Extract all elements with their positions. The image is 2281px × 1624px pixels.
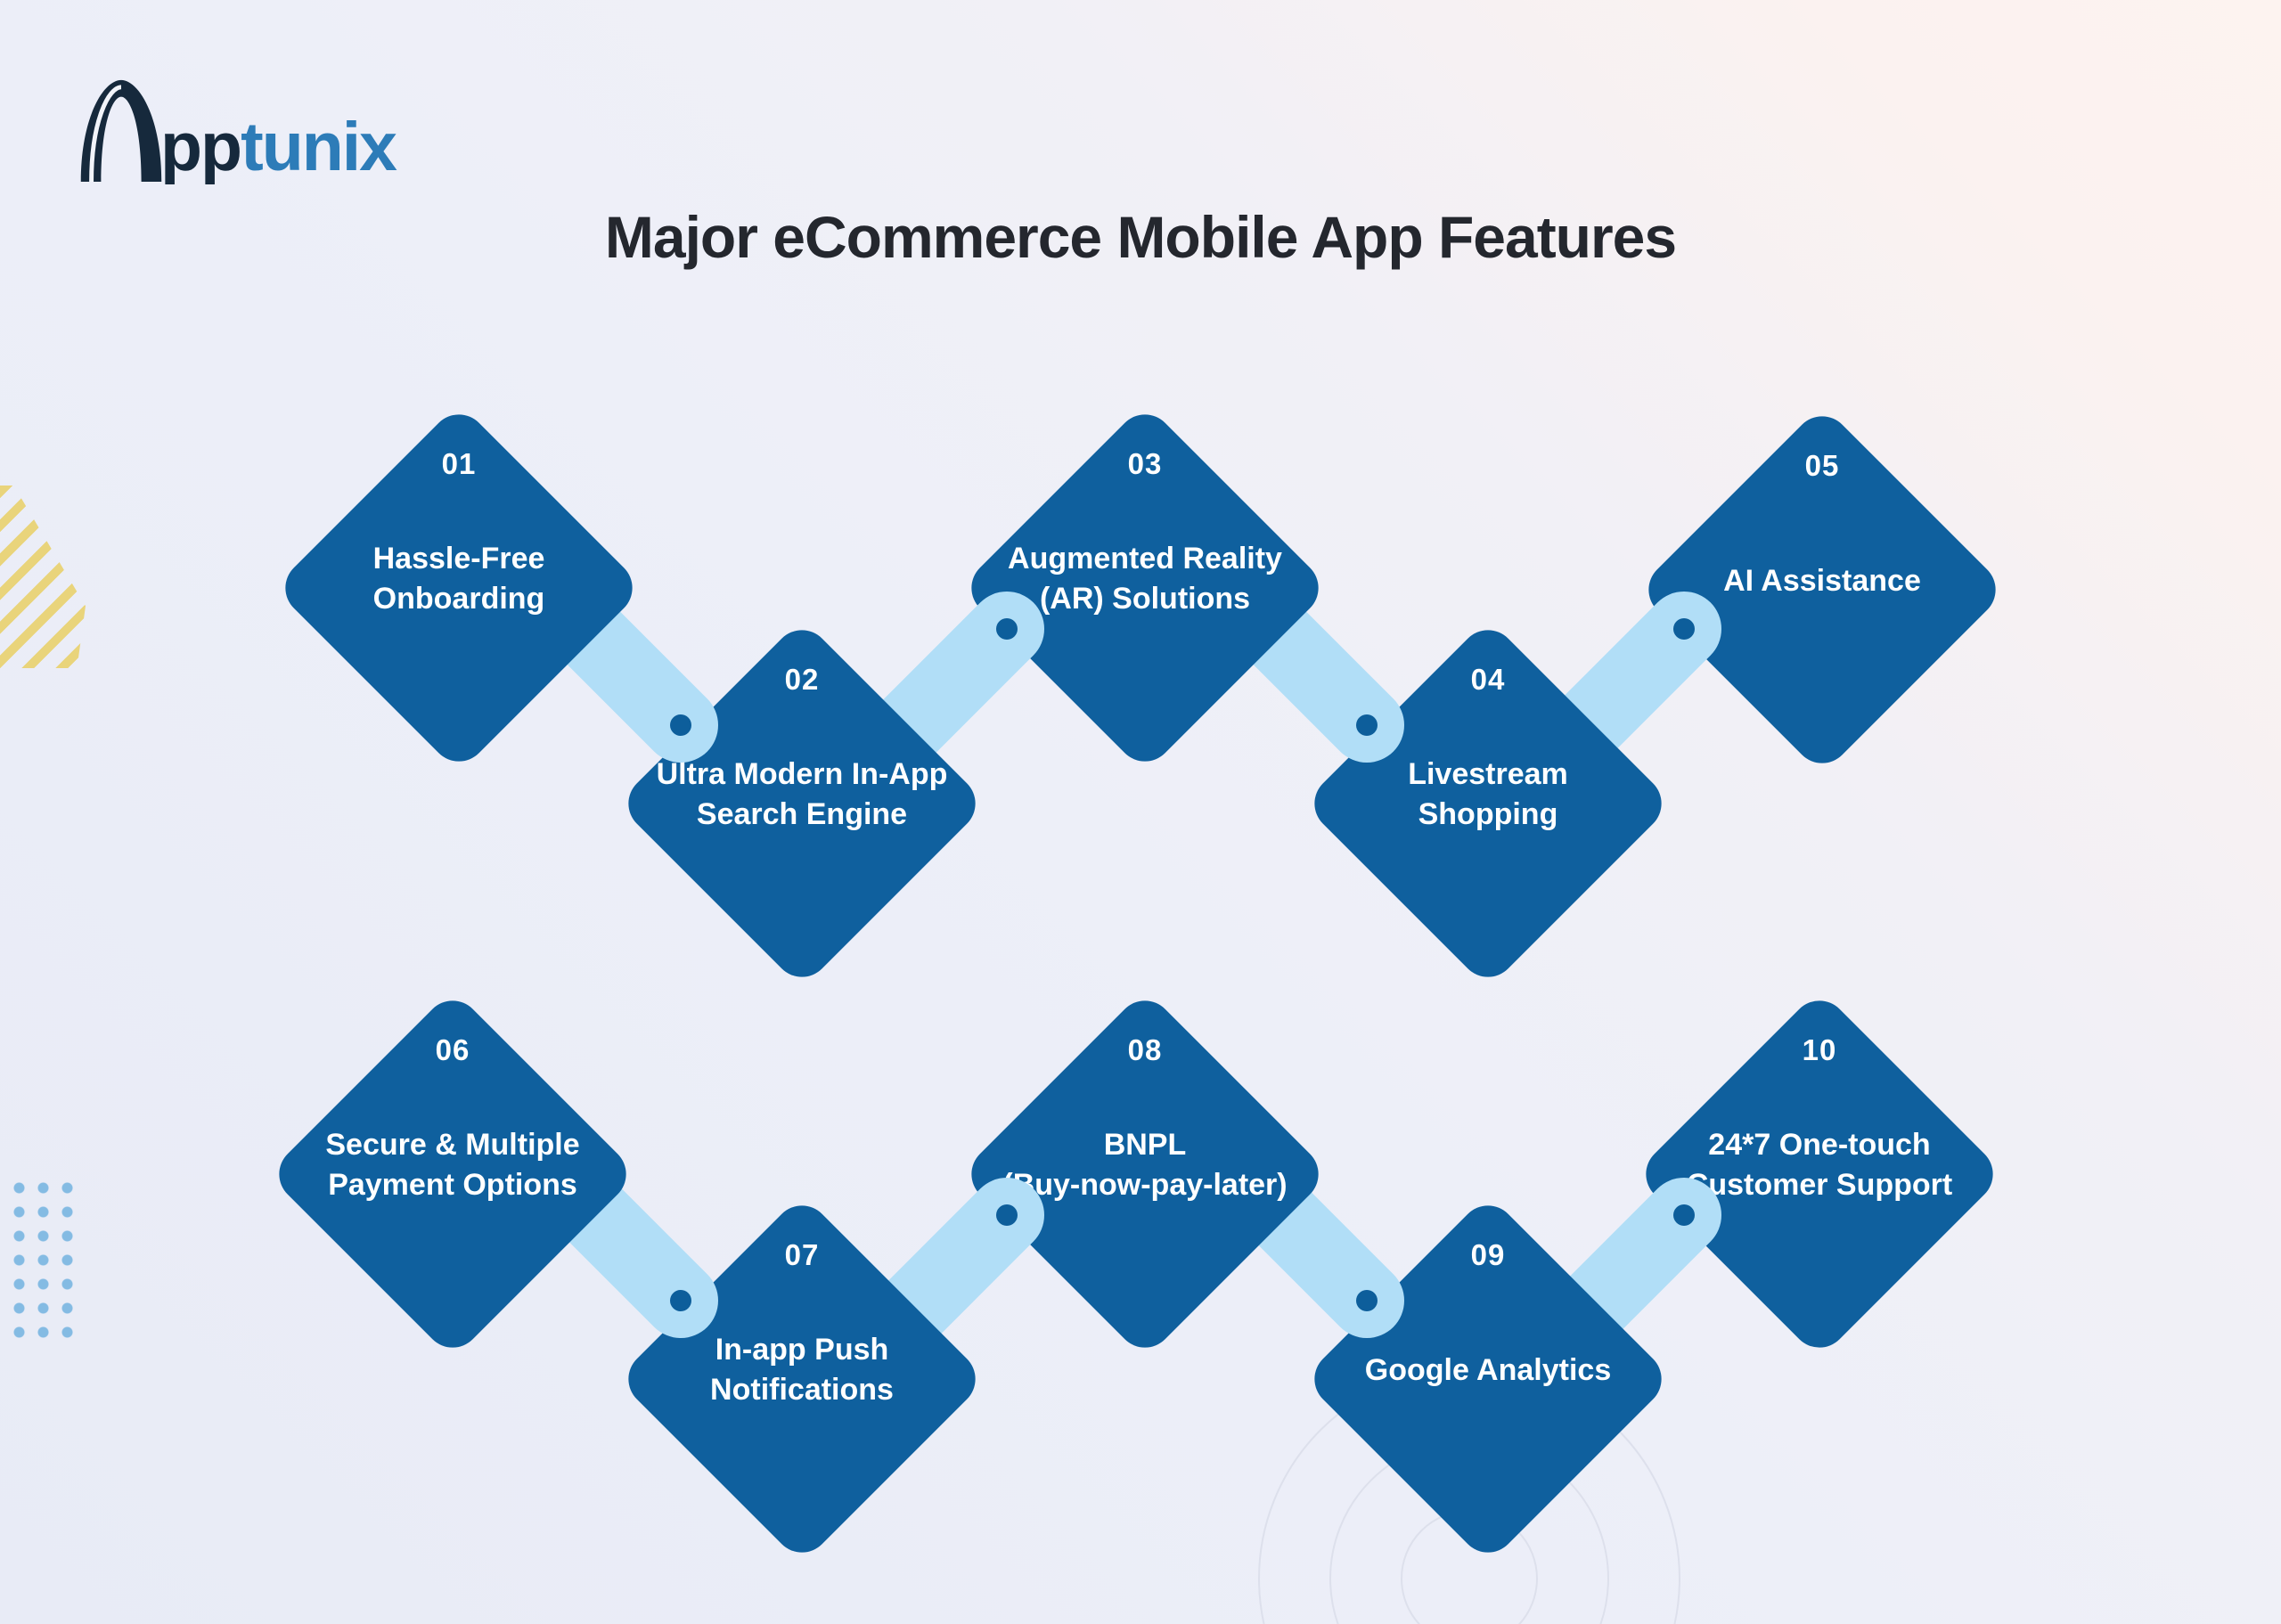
feature-label: AI Assistance xyxy=(1723,563,1921,598)
feature-label: Ultra Modern In-App Search Engine xyxy=(656,757,948,831)
feature-diamond-03: 03 Augmented Reality (AR) Solutions xyxy=(958,401,1332,775)
connector-dot xyxy=(1352,710,1382,740)
connector-dot xyxy=(666,710,696,740)
feature-number: 02 xyxy=(784,663,820,696)
yellow-stripes-decoration xyxy=(0,486,86,668)
page-title: Major eCommerce Mobile App Features xyxy=(604,204,1677,270)
feature-number: 04 xyxy=(1470,663,1506,696)
connector-dot xyxy=(1352,1285,1382,1316)
feature-diamond-01: 01 Hassle-Free Onboarding xyxy=(272,401,646,775)
feature-number: 07 xyxy=(784,1238,820,1271)
feature-diamond-08: 08 BNPL (Buy-now-pay-later) xyxy=(958,987,1332,1361)
feature-number: 09 xyxy=(1470,1238,1506,1271)
feature-number: 03 xyxy=(1127,447,1163,480)
feature-label: Hassle-Free Onboarding xyxy=(372,542,545,616)
feature-diamond-02: 02 Ultra Modern In-App Search Engine xyxy=(615,616,989,991)
feature-diamond-04: 04 Livestream Shopping xyxy=(1301,616,1675,991)
feature-diamond-10: 10 24*7 One-touch Customer Support xyxy=(1632,987,2007,1361)
feature-number: 10 xyxy=(1802,1033,1837,1066)
apptunix-arch-icon xyxy=(80,79,162,182)
feature-diamond-09: 09 Google Analytics xyxy=(1301,1192,1675,1566)
feature-label: Livestream Shopping xyxy=(1408,757,1568,831)
connector-dot xyxy=(992,1200,1022,1230)
feature-label: In-app Push Notifications xyxy=(710,1333,894,1407)
logo-text-dark: pp xyxy=(160,108,242,185)
apptunix-logo: pptunix xyxy=(75,75,397,182)
logo-text-blue: tunix xyxy=(241,108,397,185)
feature-diamond-07: 07 In-app Push Notifications xyxy=(615,1192,989,1566)
feature-diamond-06: 06 Secure & Multiple Payment Options xyxy=(266,987,640,1361)
logo-wordmark: pptunix xyxy=(160,112,397,182)
feature-label: BNPL (Buy-now-pay-later) xyxy=(1002,1128,1288,1202)
connector-dot xyxy=(666,1285,696,1316)
blue-dot-grid-decoration xyxy=(7,1176,77,1345)
feature-diamond-05: 05 AI Assistance xyxy=(1635,403,2009,777)
feature-number: 01 xyxy=(441,447,477,480)
feature-label: Augmented Reality (AR) Solutions xyxy=(1008,542,1282,616)
feature-label: Google Analytics xyxy=(1364,1352,1612,1387)
feature-number: 08 xyxy=(1127,1033,1163,1066)
connector-dot xyxy=(992,614,1022,644)
feature-label: Secure & Multiple Payment Options xyxy=(325,1128,580,1202)
feature-label: 24*7 One-touch Customer Support xyxy=(1686,1128,1953,1202)
feature-number: 05 xyxy=(1804,449,1840,482)
feature-number: 06 xyxy=(435,1033,470,1066)
